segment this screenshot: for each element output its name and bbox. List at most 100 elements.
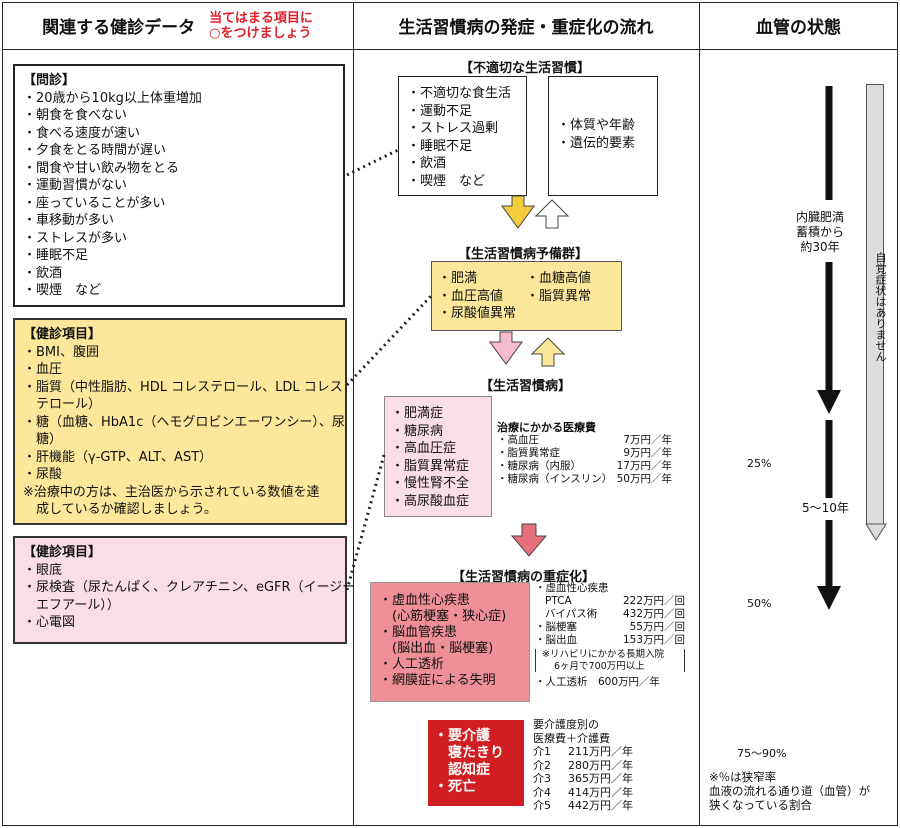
left-header-note-line2: ○をつけましょう (209, 25, 312, 41)
s5-care-row: 介5 442万円／年 (533, 799, 633, 813)
s5-box: ・要介護 寝たきり 認知症・死亡 (428, 720, 524, 806)
s5-care-title1: 要介護度別の (533, 718, 599, 731)
s5-item: ・死亡 (434, 779, 476, 795)
s3-cost-row-label: ・脂質異常症 (497, 447, 560, 459)
s4-cost-heading: ・虚血性心疾患 (535, 582, 609, 594)
s4-rehab-note: ※リハビリにかかる長期入院 6ヶ月で700万円以上 (535, 649, 685, 672)
s1-right-list: ・体質や年齢・遺伝的要素 (557, 117, 649, 152)
s2-item: ・尿酸値異常 (438, 306, 517, 321)
s5-item: 認知症 (434, 762, 490, 778)
s5-care-title2: 医療費＋介護費 (533, 731, 610, 745)
kenshin1-item: ・脂質（中性脂肪、HDL コレステロール、LDL コレス (23, 379, 343, 395)
s4-rehab-line1: ※リハビリにかかる長期入院 (542, 649, 664, 660)
s5-care-row-value: 280万円／年 (568, 758, 633, 772)
s1-left-box: ・不適切な食生活・運動不足・ストレス過剰・睡眠不足・飲酒・喫煙 など (398, 76, 527, 196)
right-note: ※％は狭窄率 血液の流れる通り道（血管）が 狭くなっている割合 (709, 770, 870, 812)
s1-left-list: ・不適切な食生活・運動不足・ストレス過剰・睡眠不足・飲酒・喫煙 など (407, 85, 518, 190)
s1-left-item: ・睡眠不足 (407, 138, 473, 154)
monshin-item: ・運動習慣がない (23, 178, 128, 193)
kenshin1-item: ・血圧 (23, 362, 63, 377)
s5-item: ・要介護 (434, 728, 490, 744)
monshin-item: ・夕食をとる時間が遅い (23, 143, 167, 158)
kenshin2-item: ・眼底 (23, 562, 63, 578)
s1-right-item: ・体質や年齢 (557, 118, 636, 133)
s3-cost-row-label: ・糖尿病（インスリン） (497, 473, 613, 485)
kenshin1-item: テロール） (23, 397, 102, 412)
s3-cost-rows: ・高血圧 7万円／年・脂質異常症 9万円／年・糖尿病（内服） 17万円／年・糖尿病（イ… (497, 434, 672, 486)
s3-cost-row-value: 17万円／年 (616, 460, 672, 472)
left-header-note: 当てはまる項目に ○をつけましょう (209, 11, 313, 41)
left-header: 関連する健診データ 当てはまる項目に ○をつけましょう (2, 2, 353, 50)
s5-care-row-label: 介5 (533, 799, 551, 812)
pct-25: 25% (747, 457, 772, 470)
s5-care-row-value: 442万円／年 (568, 799, 633, 812)
kenshin1-item: ※治療中の方は、主治医から示されている数値を達 (23, 484, 320, 500)
kenshin2-item: ・心電図 (23, 615, 76, 630)
s1-left-item: ・不適切な食生活 (407, 86, 512, 101)
s3-item: ・糖尿病 (391, 423, 444, 439)
kenshin1-item: 成しているか確認しましょう。 (23, 502, 217, 517)
monshin-box: 【問診】 ・20歳から10kg以上体重増加・朝食を食べない・食べる速度が速い・夕… (13, 64, 345, 307)
monshin-item: ・20歳から10kg以上体重増加 (23, 90, 202, 106)
right-label-30y-line1: 内臓肥満 (796, 210, 845, 224)
kenshin1-item: ・糖（血糖、HbA1c（ヘモグロビンエーワンシー）、尿 (23, 414, 345, 430)
column-divider-2 (699, 2, 700, 826)
s3-cost-row: ・糖尿病（インスリン）50万円／年 (497, 473, 672, 486)
s5-list: ・要介護 寝たきり 認知症・死亡 (434, 728, 518, 796)
kenshin2-list: ・眼底・尿検査（尿たんぱく、クレアチニン、eGFR（イージー エフアール））・心… (23, 562, 355, 632)
s4-item: (心筋梗塞・狭心症) (379, 609, 507, 624)
s3-cost-row-label: ・高血圧 (497, 434, 539, 446)
kenshin1-item: ・BMI、腹囲 (23, 344, 99, 360)
left-header-title: 関連する健診データ (42, 18, 196, 38)
right-note-line3: 狭くなっている割合 (709, 798, 812, 812)
monshin-list: ・20歳から10kg以上体重増加・朝食を食べない・食べる速度が速い・夕食をとる時… (23, 90, 335, 300)
s3-cost-row-label: ・糖尿病（内服） (497, 460, 581, 472)
s4-item: (脳出血・脳梗塞) (379, 641, 494, 656)
s3-title: 【生活習慣病】 (480, 379, 572, 394)
s3-box: ・肥満症・糖尿病・高血圧症・脂質異常症・慢性腎不全・高尿酸血症 (384, 396, 492, 517)
s2-item: ・血糖高値 (526, 271, 592, 286)
s4-cost-row-value: 432万円／回 (622, 608, 685, 620)
s3-list: ・肥満症・糖尿病・高血圧症・脂質異常症・慢性腎不全・高尿酸血症 (391, 405, 485, 510)
no-symptom-label: 自覚症状はありません (874, 252, 887, 362)
s2-box: ・肥満・血圧高値・尿酸値異常 ・血糖高値・脂質異常 (431, 261, 622, 331)
s5-care-row-label: 介1 (533, 745, 551, 758)
s1-left-item: ・運動不足 (407, 103, 473, 119)
right-note-line1: ※％は狭窄率 (709, 770, 777, 784)
s1-title: 【不適切な生活習慣】 (460, 61, 591, 76)
s5-care-row-value: 365万円／年 (568, 772, 633, 785)
right-label-30y-line3: 約30年 (800, 240, 840, 254)
s1-right-box: ・体質や年齢・遺伝的要素 (548, 76, 658, 196)
kenshin1-item: ・尿酸 (23, 467, 63, 482)
s3-cost-row: ・高血圧 7万円／年 (497, 434, 672, 447)
s3-cost-row-value: 9万円／年 (623, 447, 672, 459)
monshin-item: ・喫煙 など (23, 283, 102, 298)
s2-item: ・脂質異常 (526, 288, 592, 304)
monshin-item: ・座っていることが多い (23, 195, 166, 211)
s4-item: ・脳血管疾患 (379, 625, 458, 640)
s5-care-row-label: 介4 (533, 785, 551, 799)
right-label-30y-line2: 蓄積から (796, 225, 845, 239)
s2-col2: ・血糖高値・脂質異常 (526, 270, 591, 322)
monshin-item: ・車移動が多い (23, 213, 115, 228)
monshin-item: ・睡眠不足 (23, 248, 89, 263)
s3-cost-row: ・脂質異常症 9万円／年 (497, 447, 672, 460)
s3-item: ・脂質異常症 (391, 458, 470, 474)
right-label-30y: 内臓肥満 蓄積から 約30年 (796, 208, 845, 257)
center-header-title: 生活習慣病の発症・重症化の流れ (398, 18, 654, 38)
pct-50: 50% (747, 597, 772, 610)
right-note-line2: 血液の流れる通り道（血管）が (709, 784, 870, 798)
kenshin1-item: 糖） (23, 432, 63, 447)
s4-item: ・虚血性心疾患 (379, 593, 471, 608)
s4-box: ・虚血性心疾患 (心筋梗塞・狭心症)・脳血管疾患 (脳出血・脳梗塞)・人工透析・… (370, 582, 530, 702)
s3-cost-row-value: 7万円／年 (623, 434, 672, 446)
s4-title: 【生活習慣病の重症化】 (452, 570, 596, 585)
